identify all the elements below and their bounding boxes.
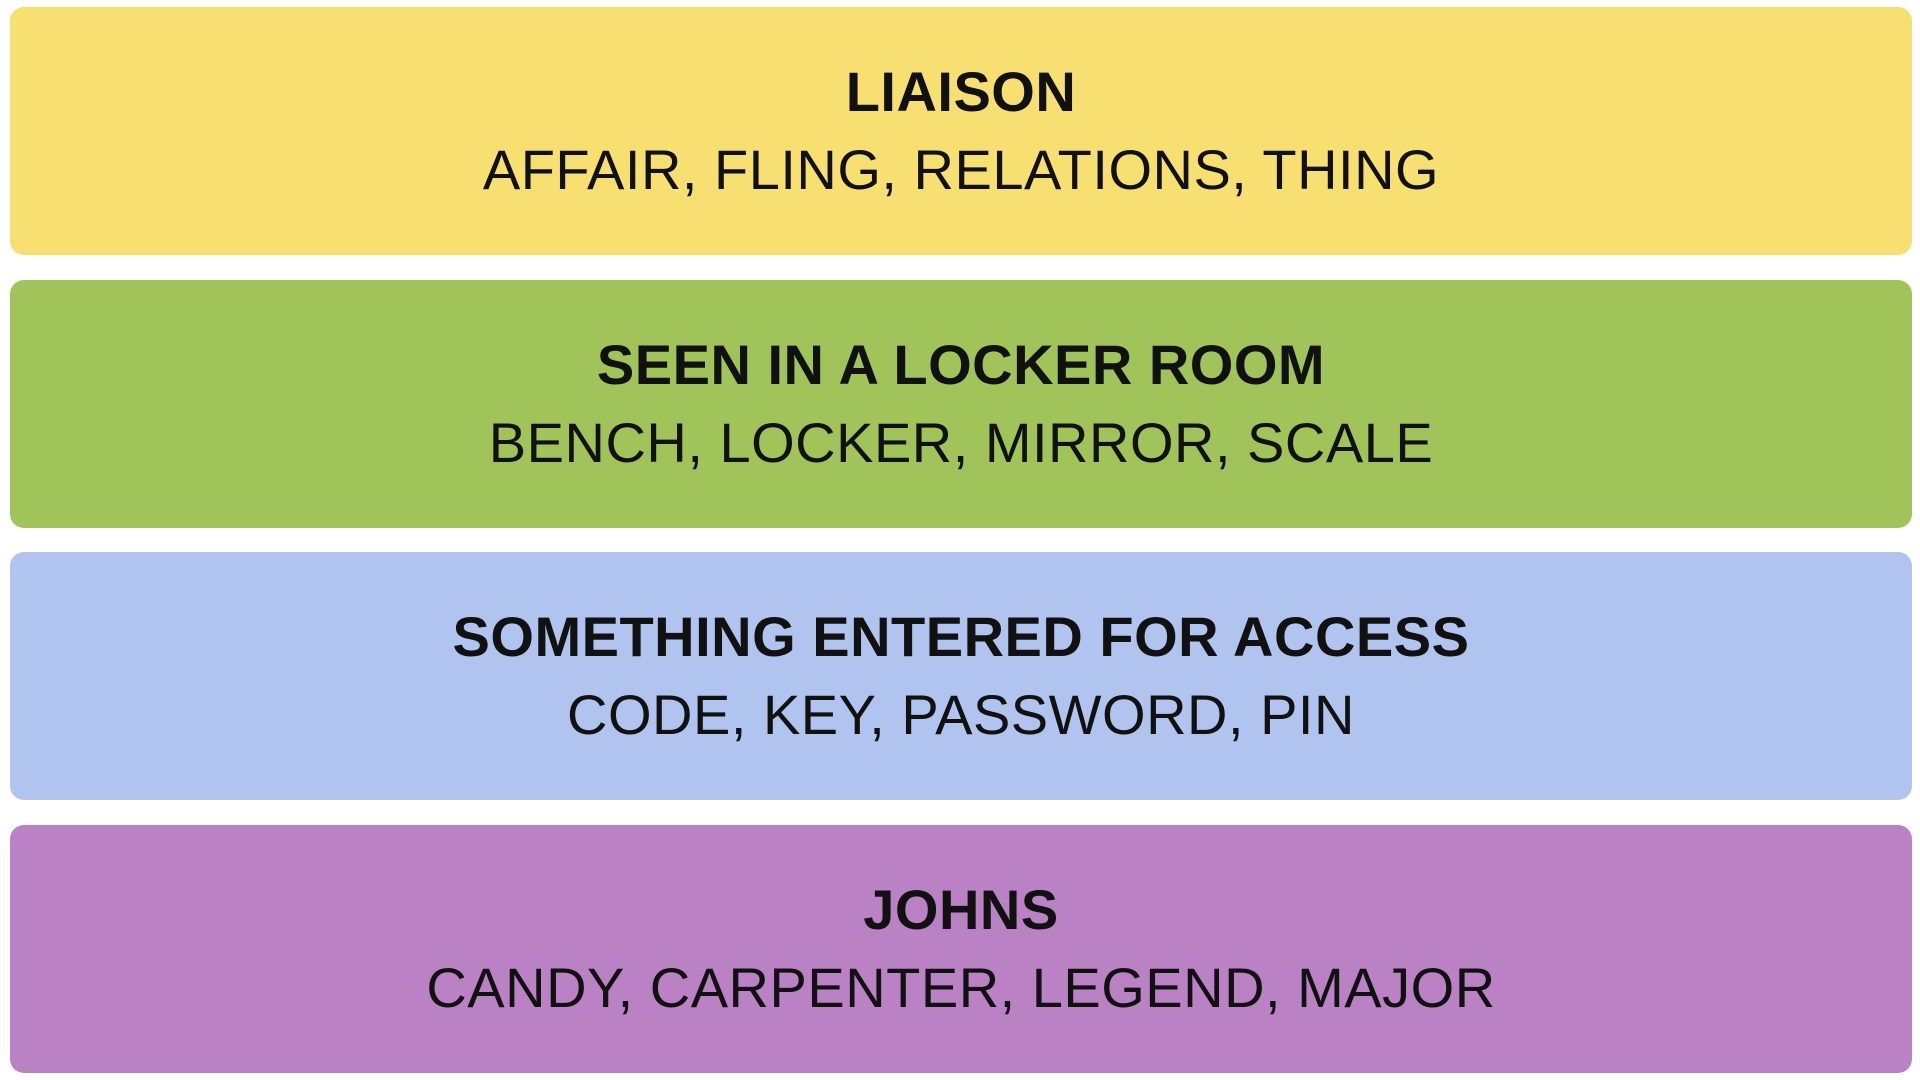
group-title: JOHNS (863, 877, 1059, 941)
group-members: CANDY, CARPENTER, LEGEND, MAJOR (426, 955, 1496, 1019)
group-blue: SOMETHING ENTERED FOR ACCESS CODE, KEY, … (10, 552, 1912, 801)
group-members: AFFAIR, FLING, RELATIONS, THING (482, 138, 1440, 201)
solved-groups-board: LIAISON AFFAIR, FLING, RELATIONS, THING … (10, 7, 1912, 1073)
group-green: SEEN IN A LOCKER ROOM BENCH, LOCKER, MIR… (10, 279, 1912, 528)
group-purple: JOHNS CANDY, CARPENTER, LEGEND, MAJOR (10, 824, 1912, 1073)
group-title: LIAISON (845, 60, 1077, 123)
group-members: BENCH, LOCKER, MIRROR, SCALE (488, 410, 1434, 474)
group-title: SEEN IN A LOCKER ROOM (596, 332, 1326, 396)
group-yellow: LIAISON AFFAIR, FLING, RELATIONS, THING (10, 7, 1912, 255)
group-members: CODE, KEY, PASSWORD, PIN (567, 683, 1355, 747)
group-title: SOMETHING ENTERED FOR ACCESS (452, 605, 1470, 669)
